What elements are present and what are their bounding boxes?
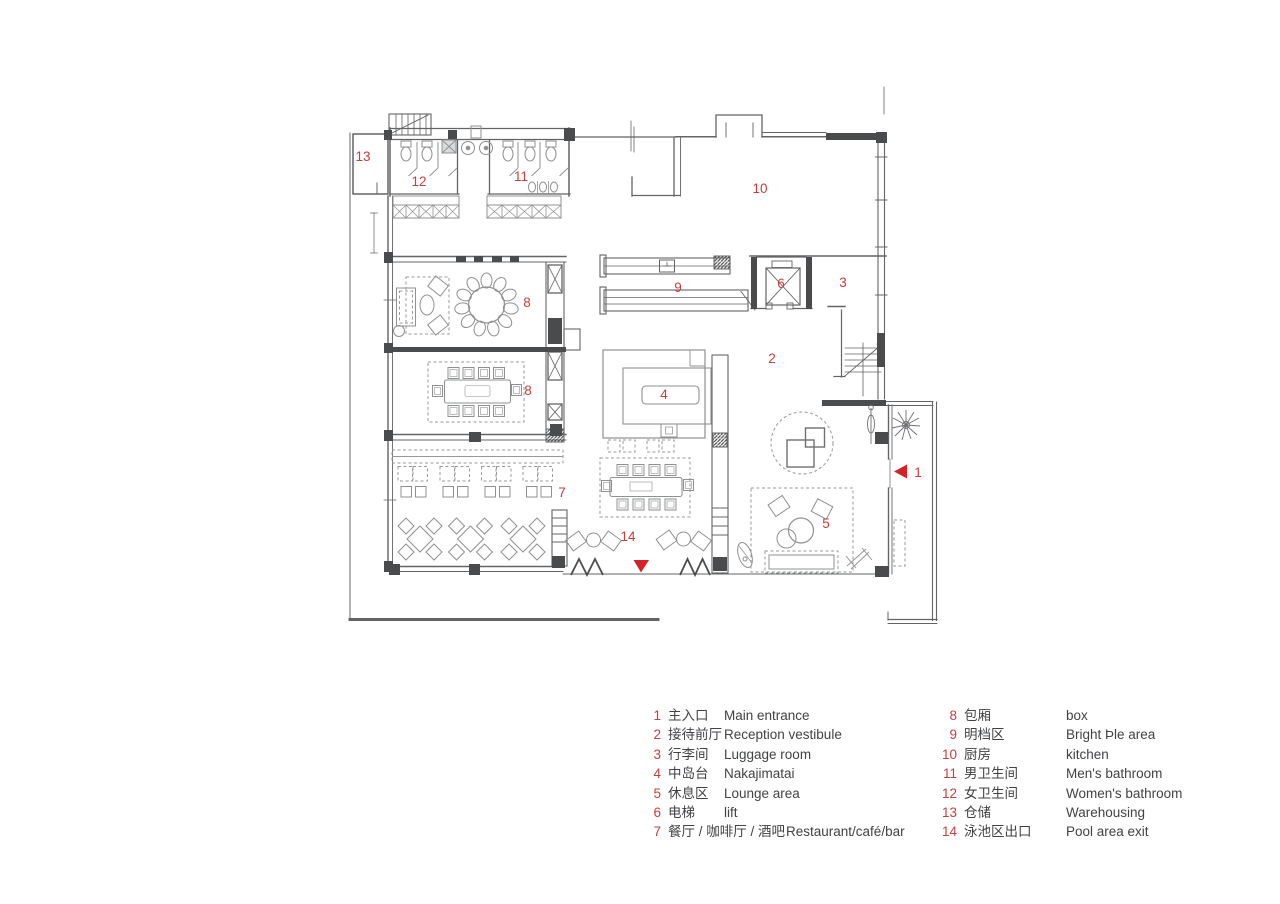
main-entrance-arrow (894, 464, 907, 479)
room-label-4: 4 (660, 387, 668, 402)
legend-number: 13 (941, 804, 957, 820)
box-bottom-chairs (432, 367, 522, 417)
entrance-exit-markers (633, 464, 907, 573)
entry-decor (786, 404, 921, 468)
legend-column-2: 8 包厢 box 9 明档区 Bright Þle area 10 厨房 kitchen 11 男卫… (941, 706, 1182, 842)
legend-row-10: 10 厨房 kitchen (941, 745, 1182, 764)
legend-number: 10 (941, 746, 957, 762)
room-label-13: 13 (355, 149, 370, 164)
legend-row-12: 12 女卫生间 Women's bathroom (941, 784, 1182, 803)
legend-label-zh: 女卫生间 (964, 785, 1018, 801)
legend-number: 6 (653, 804, 661, 820)
legend-row-1: 1 主入口 Main entrance (649, 706, 905, 725)
diamond-table-groups (397, 517, 546, 561)
legend-row-11: 11 男卫生间 Men's bathroom (941, 764, 1182, 783)
legend-label-zh: 接待前厅 (668, 727, 722, 743)
room-label-6: 6 (777, 276, 785, 291)
legend-label-zh: 男卫生间 (964, 766, 1018, 782)
legend-label-zh: 仓储 (964, 804, 991, 820)
fixtures-and-furniture (392, 125, 921, 570)
legend-label-zh: 主入口 (668, 708, 709, 723)
room-label-5: 5 (822, 516, 830, 531)
legend-label-en: Reception vestibule (724, 727, 842, 743)
structural-columns (384, 128, 889, 577)
legend-row-4: 4 中岛台 Nakajimatai (649, 764, 905, 783)
pool-exit-arrow (633, 560, 649, 573)
legend-row-5: 5 休息区 Lounge area (649, 784, 905, 803)
legend-number: 14 (941, 824, 957, 840)
legend-label-en: Restaurant/café/bar (786, 824, 905, 840)
room-label-9: 9 (674, 280, 682, 295)
legend-label-zh: 休息区 (668, 785, 709, 801)
room-label-1: 1 (914, 465, 922, 480)
legend-label-en: Bright Þle area (1066, 727, 1156, 743)
legend-label-zh: 行李间 (668, 746, 709, 762)
legend-label-en: Pool area exit (1066, 824, 1149, 840)
legend-number: 1 (653, 708, 661, 723)
walls (348, 86, 938, 624)
room-label-10: 10 (752, 181, 767, 196)
legend-label-zh: 明档区 (964, 727, 1005, 743)
legend-row-3: 3 行李间 Luggage room (649, 745, 905, 764)
dashed-outlines (391, 276, 906, 574)
legend-number: 3 (653, 746, 661, 762)
legend-label-en: Warehousing (1066, 804, 1146, 820)
room-label-8: 8 (524, 383, 532, 398)
legend-row-9: 9 明档区 Bright Þle area (941, 725, 1182, 744)
legend-label-en: Lounge area (724, 785, 800, 801)
legend-row-8: 8 包厢 box (941, 706, 1182, 725)
room-number-labels: 13 12 11 10 9 6 3 8 8 2 4 7 14 5 1 (355, 149, 921, 544)
legend-label-zh: 泳池区出口 (964, 824, 1032, 840)
accordion-door-marks (570, 556, 711, 578)
lounge-area-furniture (737, 494, 873, 570)
legend-number: 8 (949, 708, 957, 723)
legend-label-en: Nakajimatai (724, 766, 795, 782)
room-label-12: 12 (411, 174, 426, 189)
legend-row-13: 13 仓储 Warehousing (941, 803, 1182, 822)
legend-label-zh: 电梯 (668, 804, 695, 820)
legend-number: 4 (653, 766, 661, 782)
legend-label-en: kitchen (1066, 746, 1109, 762)
legend-row-6: 6 电梯 lift (649, 803, 905, 822)
legend-label-zh: 中岛台 (668, 766, 709, 782)
legend-label-en: Women's bathroom (1066, 785, 1183, 801)
legend-number: 2 (653, 727, 661, 743)
room-label-7: 7 (558, 485, 566, 500)
legend-number: 12 (941, 785, 957, 801)
legend-number: 7 (653, 824, 661, 840)
legend-label-en: Luggage room (724, 746, 812, 762)
center-table-chairs (601, 464, 694, 511)
room-label-14: 14 (620, 529, 636, 544)
legend-label-zh: 包厢 (964, 708, 991, 723)
room-label-11: 11 (514, 169, 528, 184)
legend-label-en: box (1066, 708, 1088, 723)
legend-label-en: lift (724, 804, 738, 820)
legend-number: 11 (942, 766, 957, 782)
legend-row-14: 14 泳池区出口 Pool area exit (941, 822, 1182, 841)
legend-label-zh: 厨房 (964, 746, 991, 762)
legend-label-en: Main entrance (724, 708, 810, 723)
legend-number: 5 (653, 785, 661, 801)
room-label-3: 3 (839, 275, 847, 290)
legend-label-zh: 餐厅 / 咖啡厅 / 酒吧 (668, 824, 786, 840)
room-label-8: 8 (523, 295, 531, 310)
banquette-chairs (400, 486, 552, 498)
legend-number: 9 (949, 727, 957, 743)
legend-label-en: Men's bathroom (1066, 766, 1163, 782)
exit-lounge-chairs (565, 529, 712, 552)
room-label-2: 2 (768, 351, 776, 366)
